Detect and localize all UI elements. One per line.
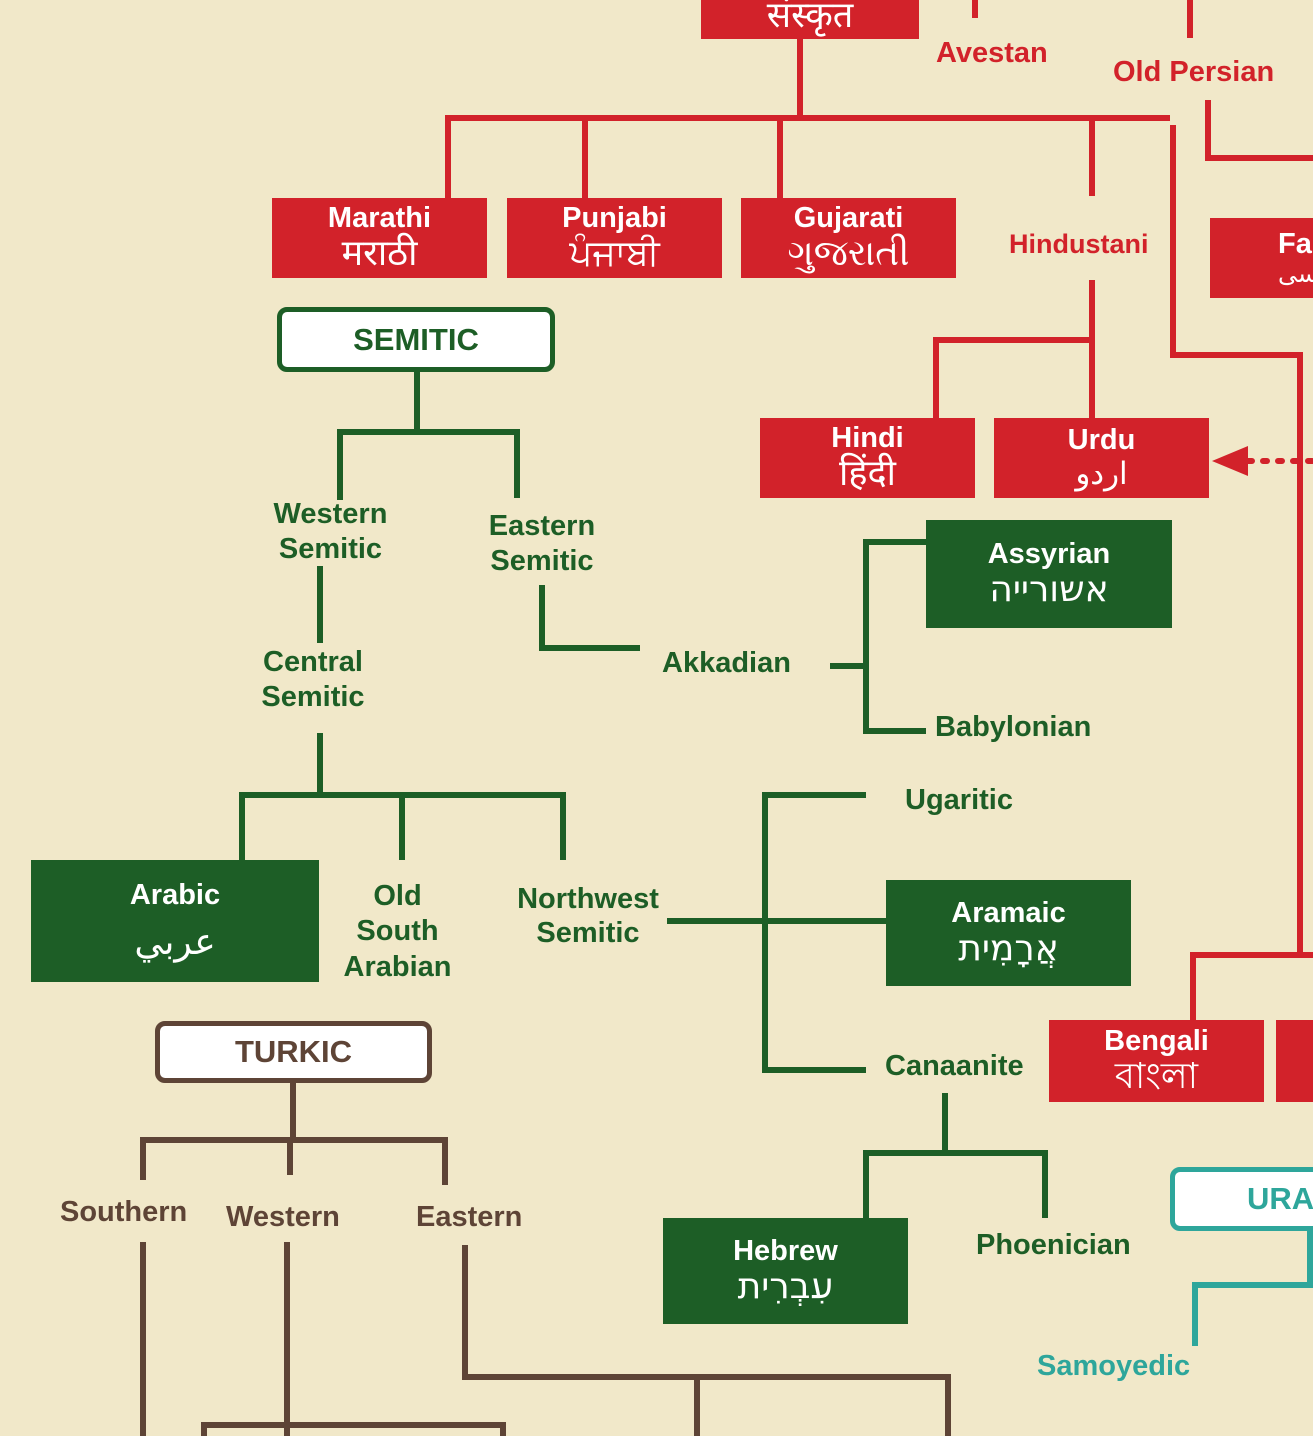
- hindustani-label: Hindustani: [1009, 229, 1149, 259]
- semitic-connectors: [239, 372, 1048, 1218]
- semitic-heading: SEMITIC: [277, 307, 555, 372]
- gujarati-name: Gujarati: [793, 201, 904, 234]
- hindi-box: Hindi हिंदी: [760, 418, 975, 498]
- central-semitic-label: Central Semitic: [243, 645, 383, 716]
- ugaritic-label: Ugaritic: [905, 784, 1013, 816]
- old-south-arabian-line2: South: [356, 915, 439, 948]
- hebrew-box: Hebrew עִבְרִית: [663, 1218, 908, 1324]
- turkic-heading: TURKIC: [155, 1021, 432, 1083]
- urdu-borrowing-arrow: [1212, 446, 1313, 476]
- gujarati-native: ગુજરાતી: [787, 233, 910, 275]
- uralic-heading: URA: [1170, 1167, 1313, 1231]
- hebrew-native: עִבְרִית: [737, 1266, 834, 1308]
- arabic-name: Arabic: [129, 878, 221, 911]
- gujarati-box: Gujarati ગુજરાતી: [741, 198, 956, 278]
- central-semitic-line2: Semitic: [261, 681, 365, 714]
- akkadian-label: Akkadian: [662, 647, 791, 679]
- turkic-southern-label: Southern: [60, 1196, 188, 1228]
- assyrian-name: Assyrian: [987, 537, 1111, 570]
- western-semitic-line2: Semitic: [278, 533, 383, 566]
- aramaic-native: אֲרָמִית: [958, 928, 1059, 970]
- northwest-semitic-line1: Northwest: [517, 883, 659, 915]
- western-semitic-line1: Western: [273, 498, 388, 530]
- turkic-eastern-label: Eastern: [416, 1201, 523, 1233]
- old-persian-label: Old Persian: [1113, 56, 1275, 88]
- central-semitic-line1: Central: [263, 646, 363, 678]
- hebrew-name: Hebrew: [733, 1234, 838, 1267]
- arabic-box: Arabic عربي: [31, 860, 319, 982]
- partial-red-box: [1276, 1020, 1313, 1102]
- urdu-native: اردو: [1075, 455, 1128, 492]
- aramaic-box: Aramaic אֲרָמִית: [886, 880, 1131, 986]
- marathi-native: मराठी: [341, 233, 418, 275]
- urdu-name: Urdu: [1067, 424, 1136, 457]
- avestan-label: Avestan: [936, 37, 1048, 69]
- bengali-native: বাংলা: [1114, 1056, 1199, 1098]
- turkic-connectors: [140, 1083, 951, 1436]
- northwest-semitic-line2: Semitic: [536, 917, 640, 950]
- old-south-arabian-line3: Arabian: [343, 950, 452, 983]
- urdu-box: Urdu اردو: [994, 418, 1209, 498]
- sanskrit-native: संस्कृत: [766, 0, 854, 37]
- farsi-name: Fa: [1278, 228, 1312, 261]
- uralic-connectors: [1192, 1225, 1313, 1346]
- turkic-western-label: Western: [226, 1201, 340, 1233]
- samoyedic-label: Samoyedic: [1037, 1350, 1191, 1382]
- farsi-native: سی: [1278, 259, 1313, 288]
- old-south-arabian-label: Old South Arabian: [330, 879, 465, 985]
- western-semitic-label: Western Semitic: [258, 497, 403, 568]
- punjabi-box: Punjabi ਪੰਜਾਬੀ: [507, 198, 722, 278]
- old-south-arabian-line1: Old: [373, 880, 422, 912]
- marathi-box: Marathi मराठी: [272, 198, 487, 278]
- northwest-semitic-label: Northwest Semitic: [508, 882, 668, 950]
- marathi-name: Marathi: [327, 201, 432, 234]
- canaanite-label: Canaanite: [885, 1050, 1024, 1082]
- eastern-semitic-line2: Semitic: [490, 545, 594, 578]
- hindi-native: हिंदी: [839, 453, 896, 495]
- assyrian-native: אשורייה: [989, 569, 1109, 611]
- hindi-name: Hindi: [831, 421, 904, 454]
- assyrian-box: Assyrian אשורייה: [926, 520, 1172, 628]
- arabic-native: عربي: [134, 922, 216, 964]
- farsi-box: Fa سی: [1210, 218, 1313, 298]
- babylonian-label: Babylonian: [935, 711, 1092, 743]
- bengali-name: Bengali: [1104, 1024, 1209, 1057]
- punjabi-native: ਪੰਜਾਬੀ: [569, 233, 660, 275]
- eastern-semitic-label: Eastern Semitic: [467, 509, 617, 580]
- eastern-semitic-line1: Eastern: [488, 510, 596, 542]
- aramaic-name: Aramaic: [951, 896, 1066, 929]
- uralic-heading-text: URA: [1247, 1181, 1313, 1216]
- bengali-box: Bengali বাংলা: [1049, 1020, 1264, 1102]
- sanskrit-box: संस्कृत: [701, 0, 919, 39]
- phoenician-label: Phoenician: [976, 1229, 1131, 1261]
- punjabi-name: Punjabi: [562, 201, 667, 234]
- indo-iranian-connectors: [445, 0, 1313, 1020]
